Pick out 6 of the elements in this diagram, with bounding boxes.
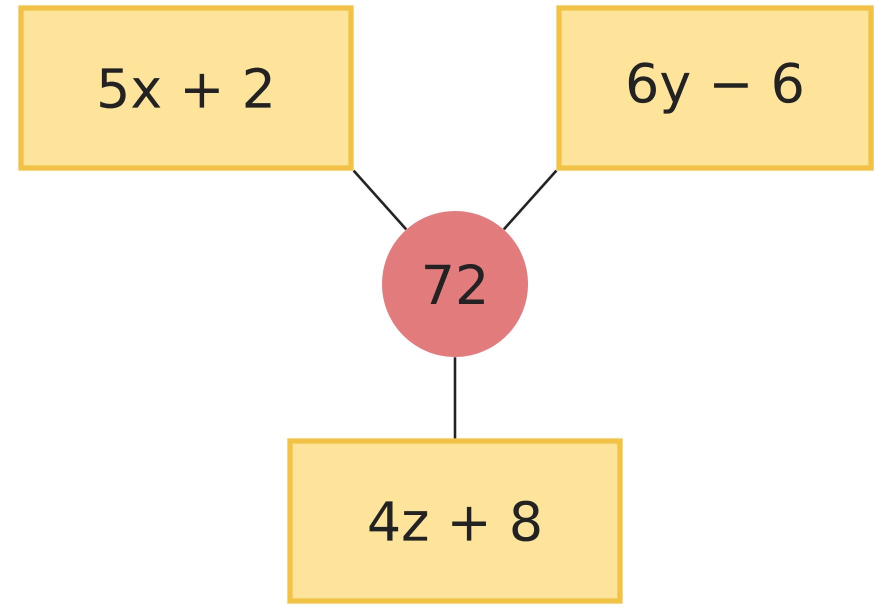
expression-box: 5x + 2	[18, 5, 354, 171]
connector-line	[454, 357, 456, 438]
expression-box: 6y − 6	[556, 5, 874, 171]
expression-box: 4z + 8	[287, 438, 623, 604]
connector-line	[352, 170, 408, 230]
connector-line	[502, 170, 558, 230]
